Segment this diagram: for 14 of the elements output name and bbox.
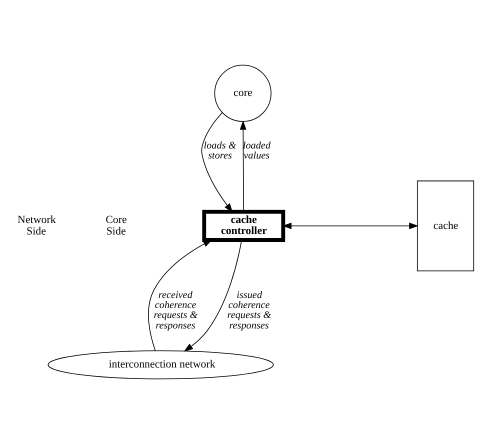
edge-label: loads & stores — [204, 140, 236, 162]
arrow — [282, 222, 419, 229]
arrow — [201, 112, 233, 212]
node-circle: core — [214, 64, 272, 122]
arrow — [184, 239, 242, 352]
edge-label: loaded values — [242, 140, 271, 162]
label: Network Side — [18, 213, 56, 238]
arrow — [240, 120, 246, 212]
label: Core Side — [106, 213, 127, 238]
node-box: cache controller — [202, 209, 286, 242]
edge-label: received coherence requests & responses — [154, 289, 198, 331]
edge-label: issued coherence requests & responses — [227, 289, 272, 331]
node-ellipse: interconnection network — [48, 350, 274, 379]
node-box: cache — [416, 180, 474, 271]
